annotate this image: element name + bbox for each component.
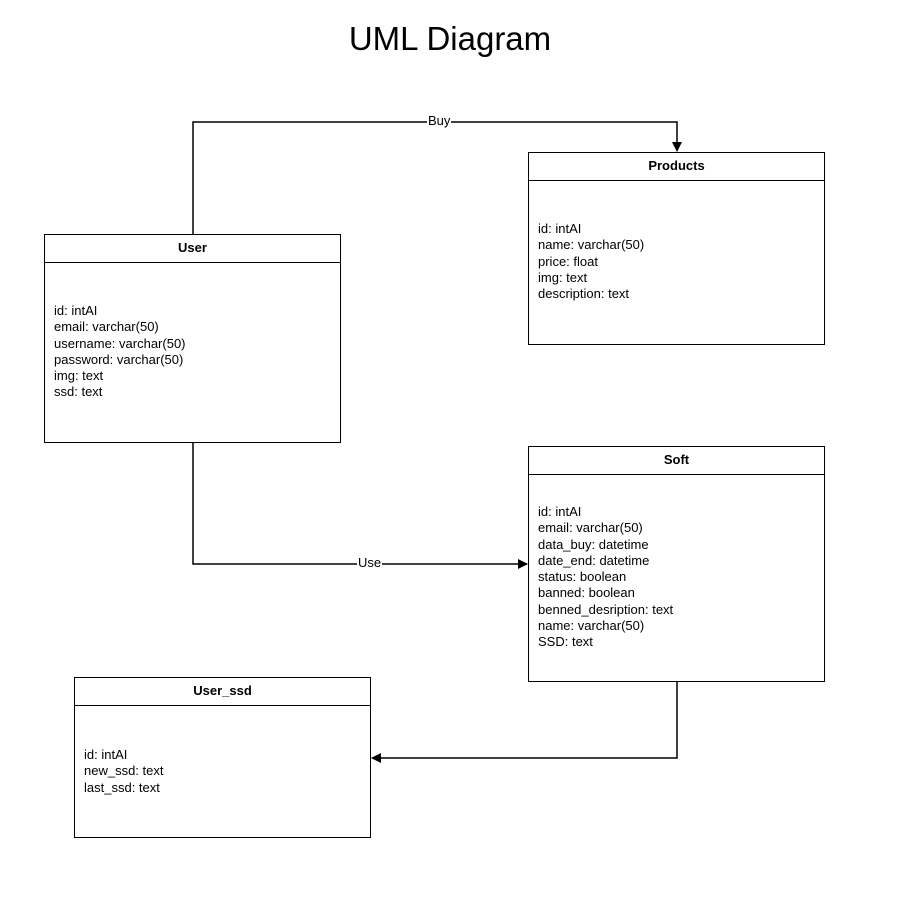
class-field: price: float [538,253,598,269]
use-relation-label: Use [357,555,383,570]
class-field: img: text [54,368,104,384]
use-relation-line [192,443,528,569]
class-field: ssd: text [54,384,103,400]
class-field: status: boolean [538,569,627,585]
class-field: description: text [538,286,630,302]
class-field: banned: boolean [538,585,635,601]
class-user-ssd-name: User_ssd [75,678,370,706]
diagram-title: UML Diagram [348,20,552,57]
class-field: SSD: text [538,634,593,650]
class-field: new_ssd: text [84,763,164,779]
class-field: img: text [538,269,588,285]
class-user-name: User [45,235,340,263]
class-field: email: varchar(50) [538,520,643,536]
class-soft-name: Soft [529,447,824,475]
ssd-relation-line [371,682,678,763]
class-field: id: intAI [84,747,128,762]
class-field: last_ssd: text [84,779,160,795]
class-field: date_end: datetime [538,552,650,568]
class-field: id: intAI [538,221,582,236]
class-field: id: intAI [538,504,582,519]
class-field: name: varchar(50) [538,237,645,253]
class-field: password: varchar(50) [54,351,184,367]
class-field: username: varchar(50) [54,335,186,351]
class-field: id: intAI [54,303,98,318]
class-field: benned_desription: text [538,601,674,617]
buy-relation-label: Buy [427,113,452,128]
class-field: email: varchar(50) [54,319,159,335]
class-field: name: varchar(50) [538,618,645,634]
class-products-name: Products [529,153,824,181]
class-field: data_buy: datetime [538,536,649,552]
